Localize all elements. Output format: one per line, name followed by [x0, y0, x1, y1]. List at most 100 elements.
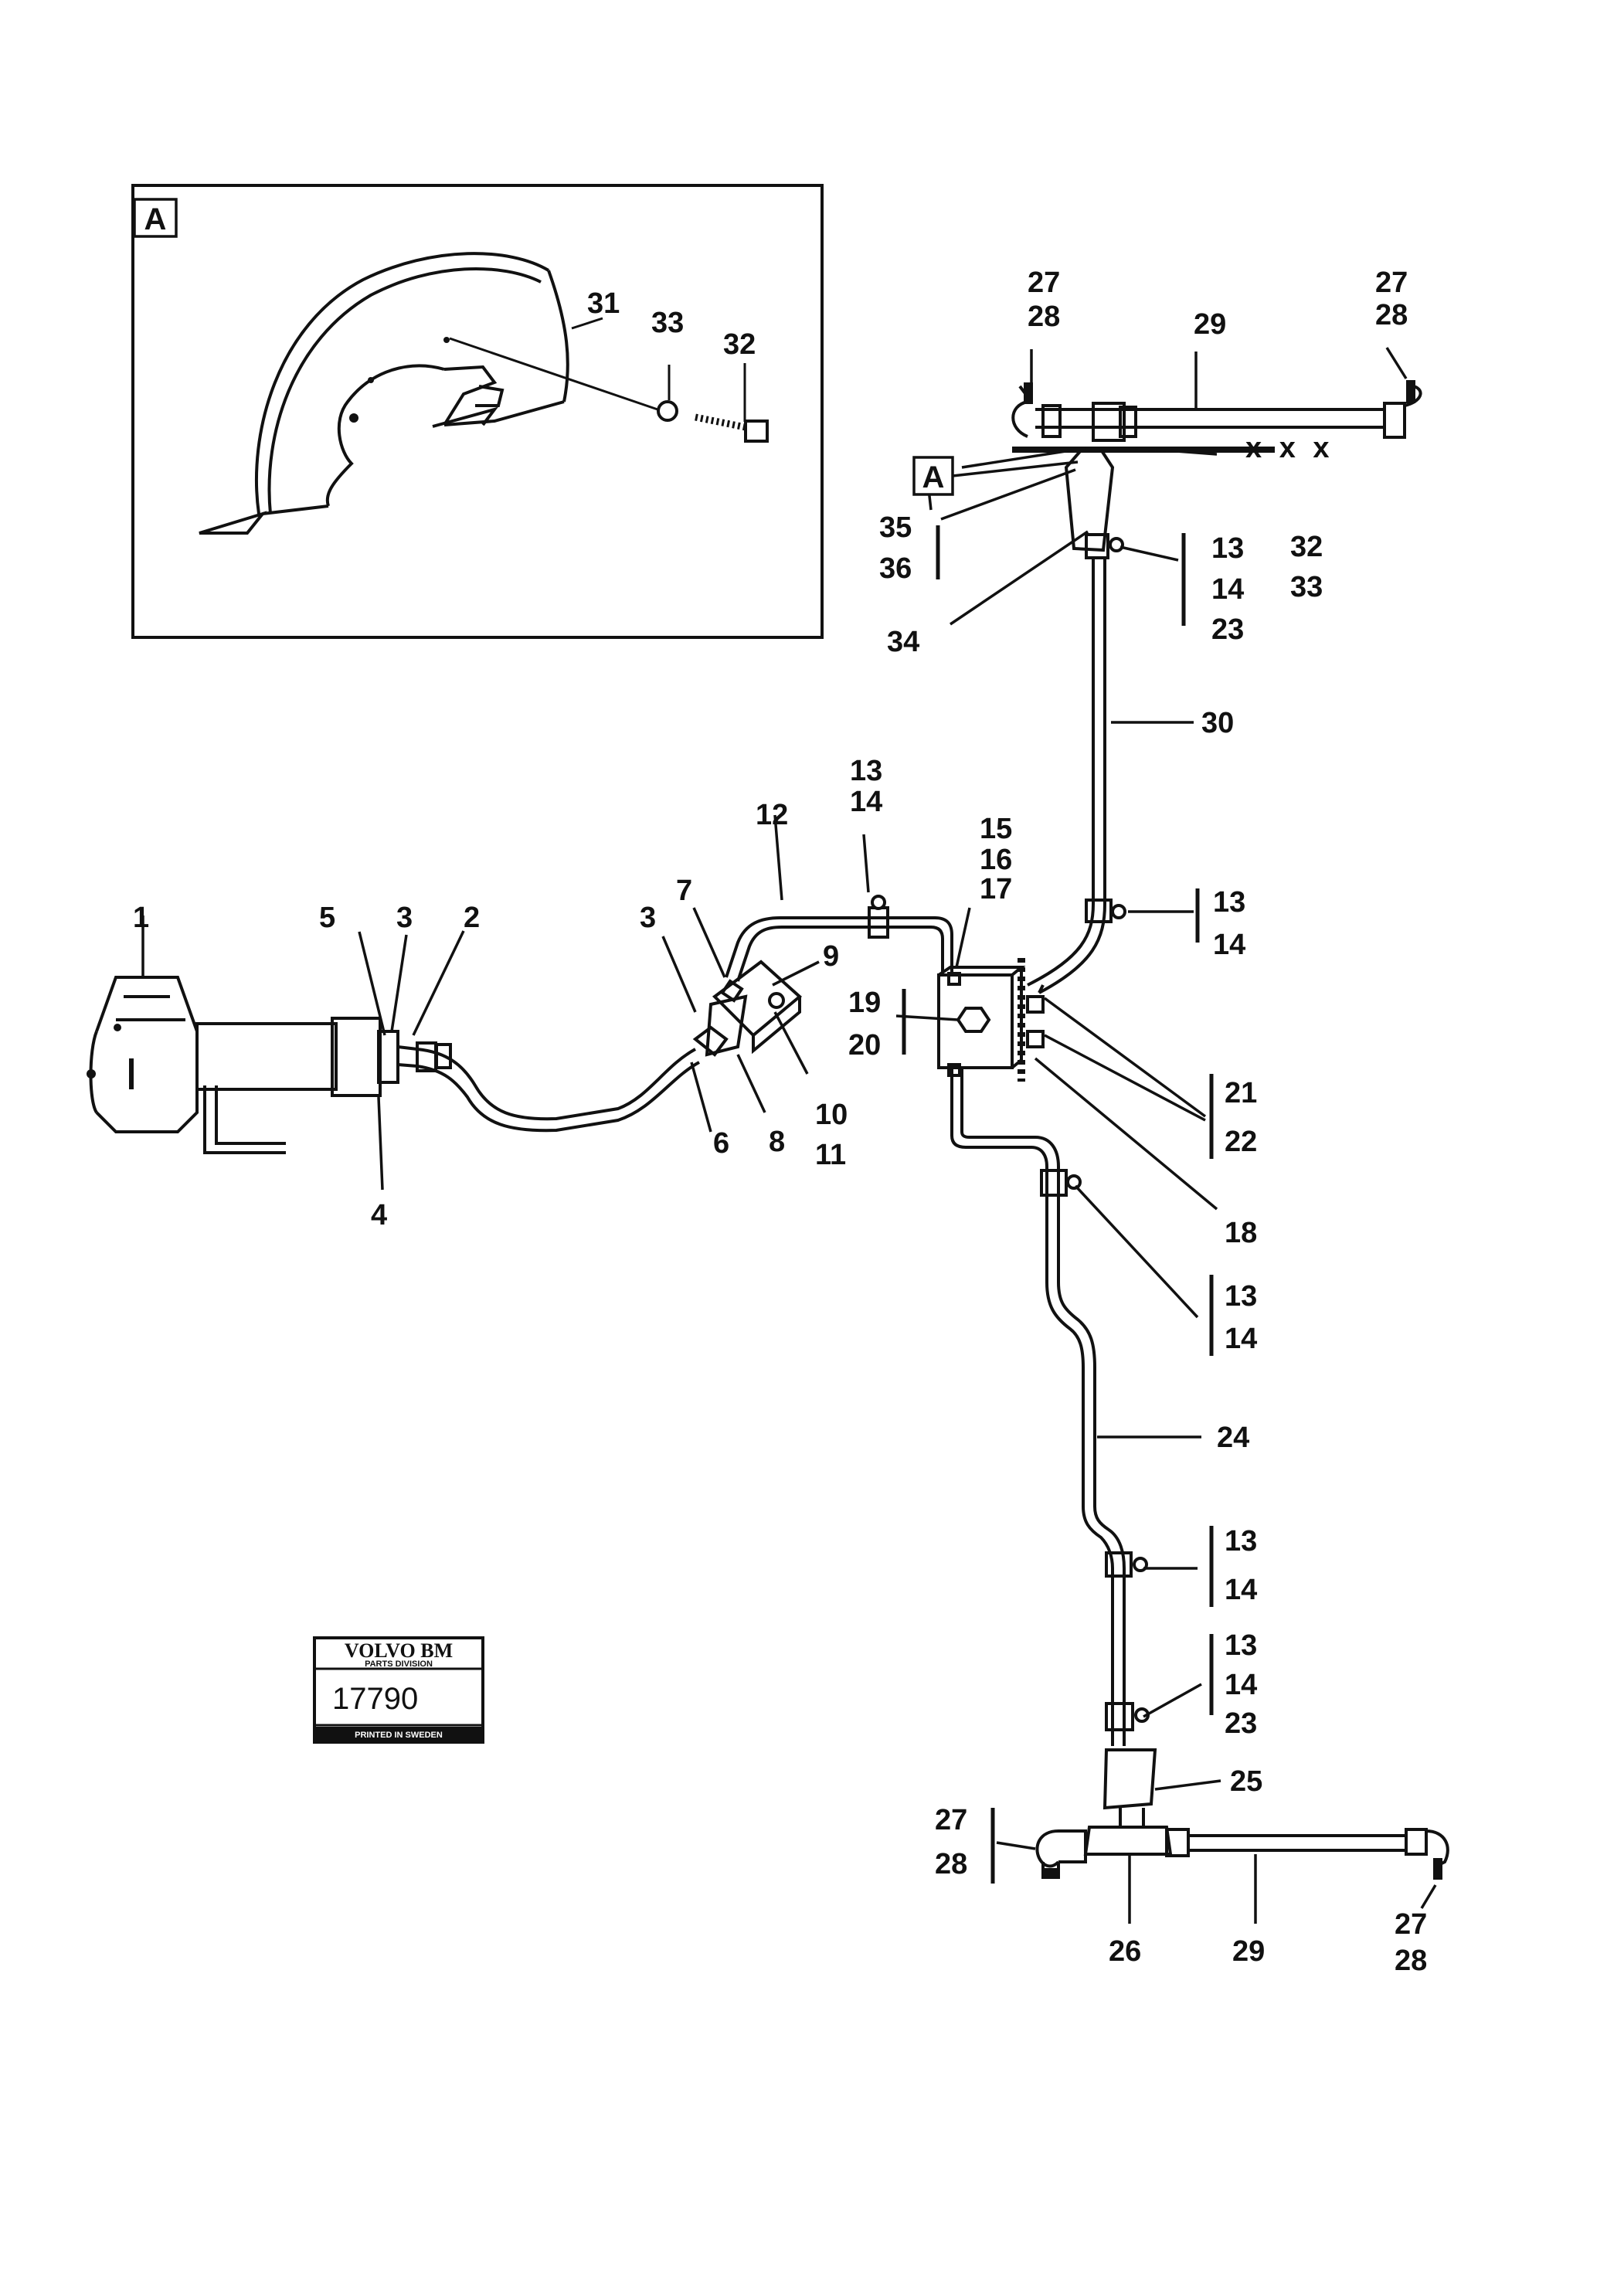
callout-33: 33 [1290, 571, 1323, 603]
callout-5: 5 [319, 902, 335, 934]
callout-3: 3 [640, 902, 656, 934]
callout-27: 27 [1028, 267, 1060, 299]
callout-4: 4 [371, 1199, 387, 1231]
callout-20: 20 [848, 1029, 881, 1062]
bolt-row-icon: x x x [1245, 432, 1334, 464]
pipe-24 [950, 1068, 1134, 1746]
stamp-brand: VOLVO BM [345, 1639, 453, 1662]
callout-1: 1 [133, 902, 149, 934]
top-tube-assembly [1011, 385, 1422, 559]
inset-frame [131, 184, 824, 639]
callout-14: 14 [1225, 1323, 1257, 1355]
callout-26: 26 [1109, 1935, 1141, 1968]
clamp-icon [871, 895, 886, 910]
clamp-icon [1109, 537, 1124, 552]
callout-28: 28 [935, 1848, 967, 1880]
control-valve [692, 960, 803, 1057]
callout-16: 16 [980, 844, 1012, 876]
callout-23: 23 [1211, 613, 1244, 646]
fender-hole [349, 413, 358, 423]
inset-detail-a: A 31 33 32 [131, 184, 824, 639]
callout-23: 23 [1225, 1707, 1257, 1740]
callout-14: 14 [850, 786, 882, 818]
callout-9: 9 [823, 940, 839, 973]
washer-icon [657, 400, 678, 422]
callout-8: 8 [769, 1126, 785, 1158]
assembly-line [449, 337, 665, 413]
fender-hole [443, 337, 450, 343]
callout-11: 11 [815, 1139, 846, 1171]
fitting-icon [1024, 382, 1033, 404]
clamp-icon [1066, 1174, 1082, 1190]
callout-25: 25 [1230, 1765, 1262, 1798]
inset-title-box [133, 198, 178, 238]
callout-labels: 27 28 29 27 28 A 35 36 32 33 34 13 14 23… [133, 267, 1427, 1977]
callout-31: 31 [587, 287, 620, 320]
stamp-number: 17790 [332, 1682, 418, 1716]
callout-17: 17 [980, 873, 1012, 905]
parts-stamp: VOLVO BM PARTS DIVISION 17790 PRINTED IN… [313, 1636, 484, 1744]
callout-3: 3 [396, 902, 413, 934]
bolt-thread-icon [695, 413, 746, 431]
callout-13: 13 [850, 755, 882, 787]
stamp-printed: PRINTED IN SWEDEN [355, 1731, 443, 1740]
callout-27: 27 [1375, 267, 1408, 299]
callout-28: 28 [1395, 1945, 1427, 1977]
pipe-30 [1027, 558, 1113, 994]
callout-13: 13 [1225, 1280, 1257, 1313]
callout-6: 6 [713, 1127, 729, 1160]
callout-13: 13 [1211, 532, 1244, 565]
callout-34: 34 [887, 626, 919, 658]
detail-a-label: A [922, 460, 945, 494]
callout-10: 10 [815, 1099, 848, 1131]
callout-7: 7 [676, 875, 692, 907]
callout-14: 14 [1225, 1574, 1257, 1606]
callout-14: 14 [1211, 573, 1244, 606]
callout-32: 32 [1290, 531, 1323, 563]
callout-2: 2 [464, 902, 480, 934]
callout-27: 27 [935, 1804, 967, 1836]
callout-22: 22 [1225, 1126, 1257, 1158]
callout-21: 21 [1225, 1077, 1257, 1109]
valve-port-icon [768, 992, 785, 1009]
fitting-icon [1433, 1858, 1442, 1880]
inset-title: A [144, 202, 167, 236]
callout-12: 12 [756, 799, 788, 831]
callout-24: 24 [1217, 1422, 1249, 1454]
callout-15: 15 [980, 813, 1012, 845]
callout-13: 13 [1225, 1629, 1257, 1662]
callout-13: 13 [1213, 886, 1245, 919]
booster-port-icon [87, 1069, 96, 1079]
callout-33: 33 [651, 307, 684, 339]
fitting-icon [1043, 1868, 1058, 1876]
leader-line [571, 317, 603, 330]
junction-block [937, 958, 1045, 1082]
callout-30: 30 [1201, 707, 1234, 739]
callout-27: 27 [1395, 1908, 1427, 1941]
fitting-icon [1406, 380, 1415, 403]
callout-28: 28 [1028, 301, 1060, 333]
callout-35: 35 [879, 511, 912, 544]
callout-13: 13 [1225, 1525, 1257, 1558]
brake-line-main [397, 1041, 700, 1133]
callout-29: 29 [1194, 308, 1226, 341]
callout-18: 18 [1225, 1217, 1257, 1249]
booster-port-icon [114, 1024, 121, 1031]
fender-hole [368, 377, 374, 383]
bolt-head-icon [744, 420, 769, 443]
callout-14: 14 [1213, 929, 1245, 961]
callout-36: 36 [879, 552, 912, 585]
callout-19: 19 [848, 987, 881, 1019]
callout-14: 14 [1225, 1669, 1257, 1701]
clamp-icon [1111, 904, 1126, 919]
callout-29: 29 [1232, 1935, 1265, 1968]
callout-28: 28 [1375, 299, 1408, 331]
brake-booster [89, 976, 399, 1154]
leader-lines [141, 347, 1437, 1924]
fender-shape [199, 252, 569, 535]
stamp-division: PARTS DIVISION [365, 1659, 433, 1669]
detail-a-marker [912, 456, 954, 496]
bottom-tube-assembly [1035, 1748, 1449, 1879]
